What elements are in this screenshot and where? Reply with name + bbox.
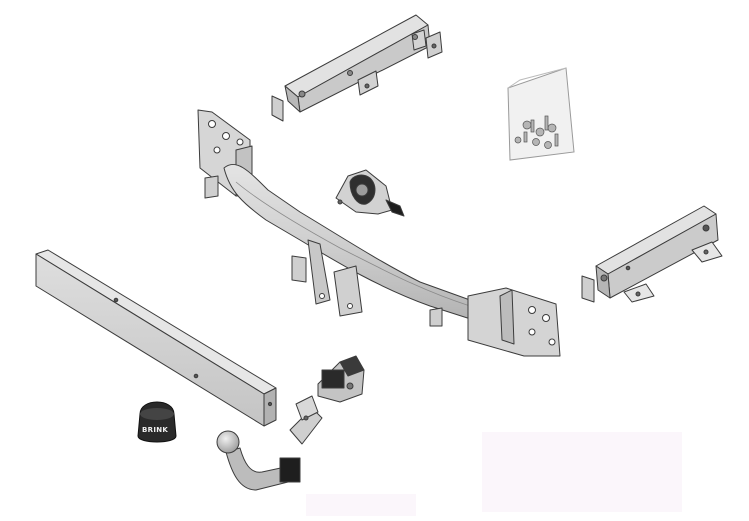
- faint-overlay-block-small: [306, 494, 416, 516]
- electrical-socket-plug: [317, 355, 365, 403]
- bumper-reinforcement-beam: [35, 249, 277, 427]
- detachable-tow-ball-neck: [216, 395, 323, 491]
- right-side-mounting-bracket: [581, 205, 723, 303]
- electrical-socket-bracket: [335, 169, 405, 217]
- tow-ball-cover-cap: [137, 401, 177, 443]
- faint-overlay-block: [482, 432, 682, 512]
- hardware-bag: [507, 67, 575, 161]
- main-crossbar: [197, 109, 561, 357]
- upper-left-mounting-bracket: [271, 14, 443, 122]
- cap-brand-label: BRINK: [142, 426, 169, 434]
